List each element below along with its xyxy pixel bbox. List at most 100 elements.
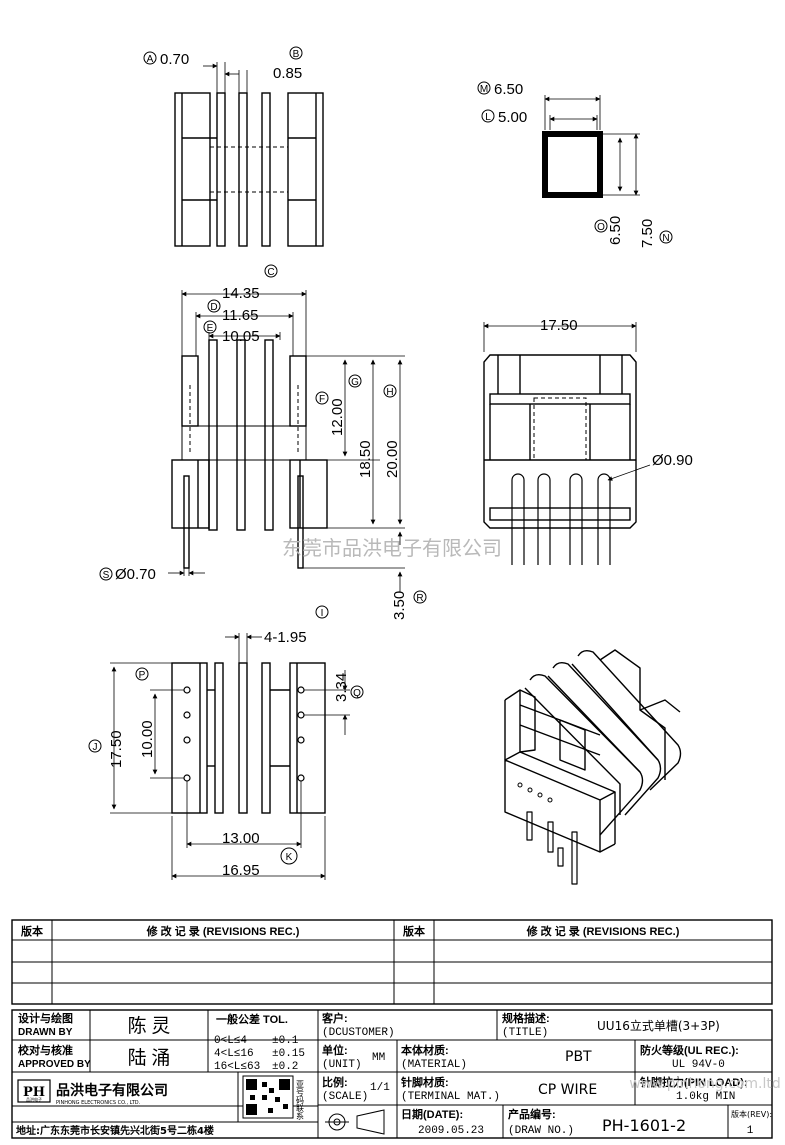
bottom-label-j: J	[93, 742, 98, 753]
tol-range-0: 0<L≤4	[214, 1035, 247, 1047]
date-label: 日期(DATE):	[401, 1107, 463, 1121]
side-dim-4: 18.50	[357, 440, 374, 478]
qr-text: 亚号码联系	[296, 1080, 305, 1120]
tol-range-2: 16<L≤63	[214, 1061, 260, 1073]
title-label: 规格描述:	[502, 1011, 550, 1025]
side-dim-0: 14.35	[222, 285, 260, 302]
material-value: PBT	[565, 1049, 592, 1065]
tol-range-1: 4<L≤16	[214, 1048, 254, 1060]
bottom-view	[88, 605, 364, 880]
side-label-s: S	[103, 570, 110, 581]
isometric-view	[504, 649, 682, 885]
side-label-r: R	[416, 593, 423, 604]
company-name: 品洪电子有限公司	[56, 1082, 168, 1099]
tol-value-0: ±0.1	[272, 1035, 299, 1047]
side-dim-3: 12.00	[329, 398, 346, 436]
bottom-label-i: I	[321, 608, 324, 619]
title-block	[11, 1009, 773, 1139]
pin-load-label: 针脚拉力(PIN LOAD):	[640, 1075, 748, 1089]
window-dim-1: 5.00	[498, 109, 527, 126]
scale-value: 1/1	[370, 1082, 390, 1094]
bottom-label-q: Q	[353, 688, 361, 699]
window-dim-0: 6.50	[494, 81, 523, 98]
part-title: UU16立式单槽(3+3P)	[597, 1018, 720, 1033]
scale-label-en: (SCALE)	[322, 1091, 368, 1103]
rev-label: 版本(REV):	[731, 1109, 772, 1119]
tolerance-label: 一般公差 TOL.	[216, 1012, 288, 1026]
face-dim-0: 17.50	[540, 317, 578, 334]
logo-icon: PH	[23, 1085, 45, 1100]
terminal-label-en: (TERMINAL MAT.)	[401, 1091, 500, 1103]
tol-value-2: ±0.2	[272, 1061, 298, 1073]
approved-by-label-en: APPROVED BY	[18, 1059, 91, 1070]
front-label-b: B	[293, 49, 300, 60]
company-address: 地址:广东东莞市长安镇先兴北街5号二栋4楼	[16, 1124, 214, 1137]
bottom-dim-0: 4-1.95	[264, 629, 307, 646]
side-label-c: C	[267, 267, 274, 278]
pin-load-value: 1.0kg MIN	[676, 1091, 735, 1103]
unit-label-en: (UNIT)	[322, 1059, 362, 1071]
window-dim-2: 6.50	[607, 216, 624, 245]
rev-col-record-right: 修 改 记 录 (REVISIONS REC.)	[526, 924, 680, 938]
side-dim-1: 11.65	[222, 307, 258, 324]
customer-label-en: (DCUSTOMER)	[322, 1027, 395, 1039]
date-value: 2009.05.23	[418, 1125, 484, 1137]
window-label-l: L	[485, 112, 491, 123]
scale-label: 比例:	[322, 1075, 348, 1089]
material-label: 本体材质:	[401, 1043, 449, 1057]
terminal-label: 针脚材质:	[401, 1075, 449, 1089]
side-dim-6: Ø0.70	[115, 566, 156, 583]
bottom-dim-4: 13.00	[222, 830, 260, 847]
qr-code-icon	[242, 1075, 294, 1119]
drawno-label: 产品编号:	[508, 1107, 556, 1121]
side-view	[99, 264, 427, 604]
company-name-en: PINHONG ELECTRONICS CO., LTD.	[56, 1100, 141, 1106]
bottom-label-k: K	[286, 852, 293, 863]
rev-value: 1	[747, 1125, 754, 1137]
fire-label: 防火等级(UL REC.):	[640, 1043, 739, 1057]
drawno-value: PH-1601-2	[602, 1116, 686, 1135]
face-view	[483, 322, 651, 565]
rev-col-version-left: 版本	[21, 924, 43, 938]
drawn-by-label-en: DRAWN BY	[18, 1027, 73, 1038]
window-label-m: M	[480, 84, 488, 95]
window-label-n: N	[662, 233, 669, 244]
watermark: 东莞市品洪电子有限公司	[282, 536, 502, 560]
drawn-by-label: 设计与绘图	[18, 1011, 73, 1025]
bottom-dim-1: 3.34	[333, 673, 350, 702]
bottom-dim-3: 10.00	[139, 720, 156, 758]
approved-by-label: 校对与核准	[18, 1043, 73, 1057]
front-label-a: A	[147, 54, 154, 65]
window-label-o: O	[597, 222, 605, 233]
front-view	[143, 46, 324, 247]
tol-value-1: ±0.15	[272, 1048, 305, 1060]
side-dim-5: 20.00	[384, 440, 401, 478]
terminal-value: CP WIRE	[538, 1082, 597, 1098]
window-dim-3: 7.50	[639, 219, 656, 248]
side-label-f: F	[319, 394, 325, 405]
front-dim-1: 0.85	[273, 65, 302, 82]
front-dim-0: 0.70	[160, 51, 189, 68]
rev-col-record-left: 修 改 记 录 (REVISIONS REC.)	[146, 924, 300, 938]
revisions-table	[11, 919, 773, 1005]
side-label-g: G	[351, 377, 359, 388]
side-label-e: E	[207, 323, 214, 334]
customer-label: 客户:	[321, 1011, 348, 1025]
face-dim-1: Ø0.90	[652, 452, 693, 469]
rev-col-version-right: 版本	[403, 924, 425, 938]
bottom-dim-5: 16.95	[222, 862, 260, 879]
side-label-h: H	[386, 387, 393, 398]
window-view	[477, 81, 673, 244]
bottom-label-p: P	[139, 670, 146, 681]
logo-sub: 品洪电子	[26, 1096, 42, 1102]
unit-value: MM	[372, 1052, 385, 1064]
fire-value: UL 94V-0	[672, 1059, 725, 1071]
unit-label: 单位:	[322, 1043, 348, 1057]
material-label-en: (MATERIAL)	[401, 1059, 467, 1071]
bottom-dim-2: 17.50	[108, 730, 125, 768]
drawn-by: 陈 灵	[128, 1015, 171, 1037]
drawno-label-en: (DRAW NO.)	[508, 1125, 574, 1137]
side-dim-7: 3.50	[391, 591, 408, 620]
side-label-d: D	[210, 302, 217, 313]
